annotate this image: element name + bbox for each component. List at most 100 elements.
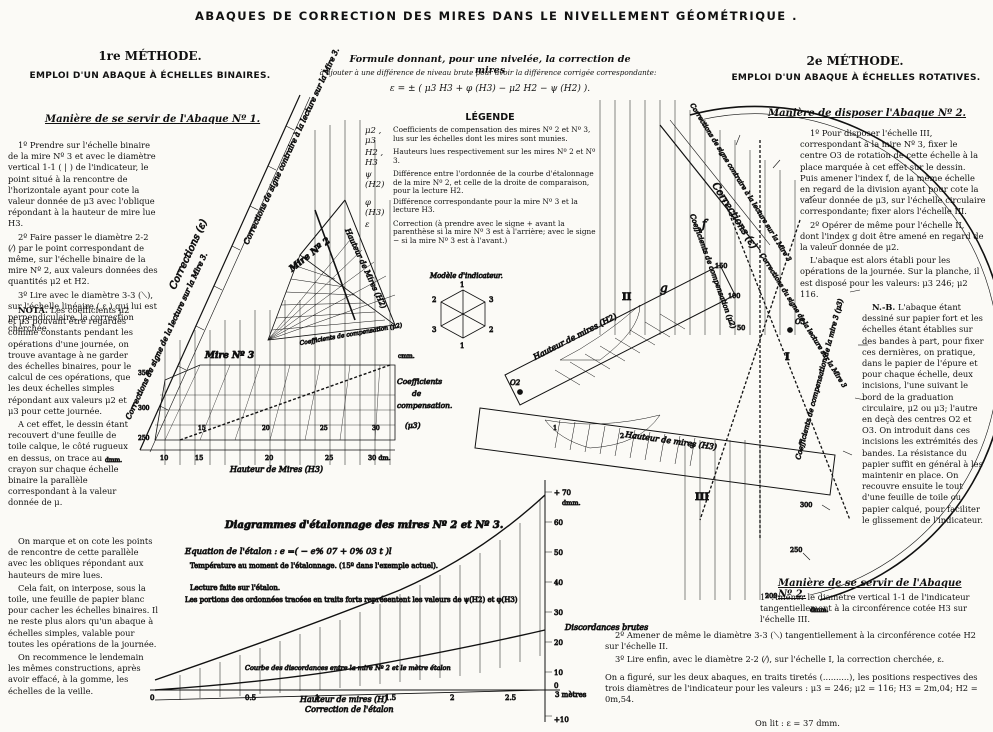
abaque2-coef2: Coefficients de compensation (μ2) (688, 213, 737, 330)
epsilon-scale-2 (659, 124, 761, 251)
diagram-x-tick-0: 0 (150, 694, 154, 702)
mire3-coef-2: compensation. (397, 401, 452, 410)
diagram-x-tick-5: 2.5 (505, 694, 516, 702)
formula-subtitle: à ajouter à une différence de niveau bru… (319, 68, 657, 77)
indicator-num-bottom: 1 (460, 342, 464, 350)
indicator-num-bl: 3 (432, 326, 436, 334)
diagram-y-label: Discordances brutes (564, 623, 648, 632)
diagram-y-tick-6: 10 (554, 669, 563, 677)
diagram-y-tick-3: 40 (554, 579, 563, 587)
right-step2-2: 2º Amener de même le diamètre 3-3 (⟍) ta… (605, 630, 976, 652)
formula: ε = ± ( μ3 H3 + φ (H3) − μ2 H2 − ψ (H2) … (389, 84, 591, 94)
h3-tick-3: 3 (690, 442, 694, 450)
diagram-x-tick-1: 0.5 (245, 694, 256, 702)
legend-item: φ (H3) Différence correspondante pour la… (365, 197, 600, 218)
index-g: g (660, 281, 668, 295)
mire3-bottom-tick-30: 30 dm. (368, 454, 391, 462)
indicator-num-tr: 3 (489, 296, 493, 304)
diagram-x-tick-4: 2 (450, 694, 454, 702)
right-nb: N.-B. L'abaque étant dessiné sur papier … (862, 302, 986, 528)
legend-text: Différence entre l'ordonnée de la courbe… (393, 169, 594, 196)
mu3-tick-300: 300 (800, 501, 812, 509)
scale-roman-II: II (622, 292, 632, 303)
legend-symbol: ψ (H2) (365, 170, 385, 190)
right-method-heading: 2e MÉTHODE. (806, 54, 904, 68)
right-step2-1: 1º Amener le diamètre vertical 1-1 de l'… (760, 592, 970, 625)
right-steps2-cont: 2º Amener de même le diamètre 3-3 (⟍) ta… (605, 630, 985, 668)
nb-text: L'abaque étant dessiné sur papier fort e… (862, 302, 984, 525)
left-step-2: 2º Faire passer le diamètre 2-2 (⁄) par … (8, 231, 158, 287)
diagram-x-tick-3: 1.5 (385, 694, 396, 702)
index-f: f (701, 217, 709, 231)
left-method-subtitle: EMPLOI D'UN ABAQUE À ÉCHELLES BINAIRES. (29, 71, 271, 81)
legend-item: μ2 , μ3 Coefficients de compensation des… (365, 125, 600, 146)
diagram-l-desc: Lecture faite sur l'étalon. (190, 584, 280, 592)
mu3-tick-200: 200 (765, 592, 777, 600)
legend-title: LÉGENDE (465, 112, 515, 123)
right-method-subtitle: EMPLOI D'UN ABAQUE À ÉCHELLES ROTATIVES. (731, 73, 981, 83)
abaque1-unit-dmm: dmm. (105, 457, 122, 464)
abaque-2 (474, 100, 993, 601)
legend-symbol: ε (365, 219, 370, 230)
legend: μ2 , μ3 Coefficients de compensation des… (365, 125, 600, 248)
legend-symbol: μ2 , μ3 (365, 126, 382, 146)
legend-text: Correction (à prendre avec le signe + av… (393, 218, 596, 245)
mire3-bottom-tick-15: 15 (195, 454, 203, 462)
legend-item: ε Correction (à prendre avec le signe + … (365, 218, 600, 246)
abaque1-sign-top: Corrections de signe contraire à la lect… (242, 47, 341, 246)
left-nota: NOTA. Les coefficients μ2 et μ3 pouvant … (8, 305, 133, 511)
mire3-coef-1: de (412, 389, 422, 398)
center-o2-label: O2 (510, 379, 521, 387)
mu2-tick-150: 150 (715, 262, 727, 270)
diagram-y-tick-5: 20 (554, 639, 563, 647)
mire3-binary-scale (140, 364, 396, 451)
diagram-y-unit: dmm. (562, 499, 581, 507)
epsilon-scale-line (139, 94, 301, 451)
mire3-tick-250: 250 (138, 435, 150, 442)
right-section2-heading: Manière de se servir de l'Abaque Nº 2. (778, 578, 962, 600)
indicator-label: Modèle d'indicateur. (429, 272, 503, 280)
mire3-tick-15: 15 (198, 425, 206, 432)
mire3-tick-25: 25 (320, 425, 328, 432)
scale-roman-III: III (695, 492, 709, 503)
legend-text: Coefficients de compensation des mires N… (393, 125, 591, 143)
diagram-y-tick-4: 30 (554, 609, 563, 617)
right-step2-3: 3º Lire enfin, avec le diamètre 2-2 (⁄),… (615, 654, 945, 665)
nb-heading: N.-B. (872, 302, 896, 312)
diagram-x-tick-2: 1 (315, 694, 319, 702)
diagram-curve-label: Courbe des discordances entre la mire Nº… (245, 664, 451, 672)
diagram-x-tick-6: 3 mètres (555, 691, 587, 699)
left-step-1: 1º Prendre sur l'échelle binaire de la m… (8, 140, 156, 229)
mire3-bottom-tick-20: 20 (265, 454, 273, 462)
mire3-coef-3: (μ3) (405, 421, 421, 430)
h3-tick-2: 2 (620, 432, 624, 440)
indicator-model (440, 289, 486, 339)
nota-text-4: Cela fait, on interpose, sous la toile, … (8, 582, 158, 649)
mire2-binary-scale (267, 199, 397, 341)
abaque-1 (139, 94, 993, 722)
right-example: On a figuré, sur les deux abaques, en tr… (605, 672, 978, 705)
mu2-tick-100: 100 (728, 292, 740, 300)
mu2-tick-50: 50 (737, 324, 745, 332)
mire2-axis: Hauteur de Mires (H2) (343, 226, 388, 310)
left-steps: 1º Prendre sur l'échelle binaire de la m… (8, 140, 158, 336)
right-step-2: 2º Opérer de même pour l'échelle II, don… (800, 219, 984, 253)
diagram-y-tick-7: 0 (554, 682, 558, 690)
abaque2-unit-dmm: dmm. (810, 606, 829, 614)
nota-text-2: A cet effet, le dessin étant recouvert d… (8, 419, 128, 508)
mire3-bottom-tick-25: 25 (325, 454, 333, 462)
nota-text-3: On marque et on cote les points de renco… (8, 536, 153, 580)
mu3-tick-250: 250 (790, 546, 802, 554)
abaque2-hauteur2: Hauteur de mires (H2) (531, 312, 618, 362)
indicator-num-top: 1 (460, 281, 464, 289)
rotation-center-o2 (517, 389, 523, 395)
circular-scale-ticks (735, 134, 868, 561)
diagram-x-label-2: Correction de l'étalon (305, 705, 394, 714)
indicator-num-tl: 2 (432, 296, 436, 304)
right-step-3: L'abaque est alors établi pour les opéra… (800, 255, 980, 299)
legend-symbol: H2 , H3 (365, 148, 384, 168)
diagram-y-tick-1: 60 (554, 519, 563, 527)
diagram-y-tick-8: +10 (554, 716, 569, 724)
mire3-unit-cmm: cmm. (398, 353, 415, 360)
right-section-heading: Manière de disposer l'Abaque Nº 2. (768, 108, 967, 119)
